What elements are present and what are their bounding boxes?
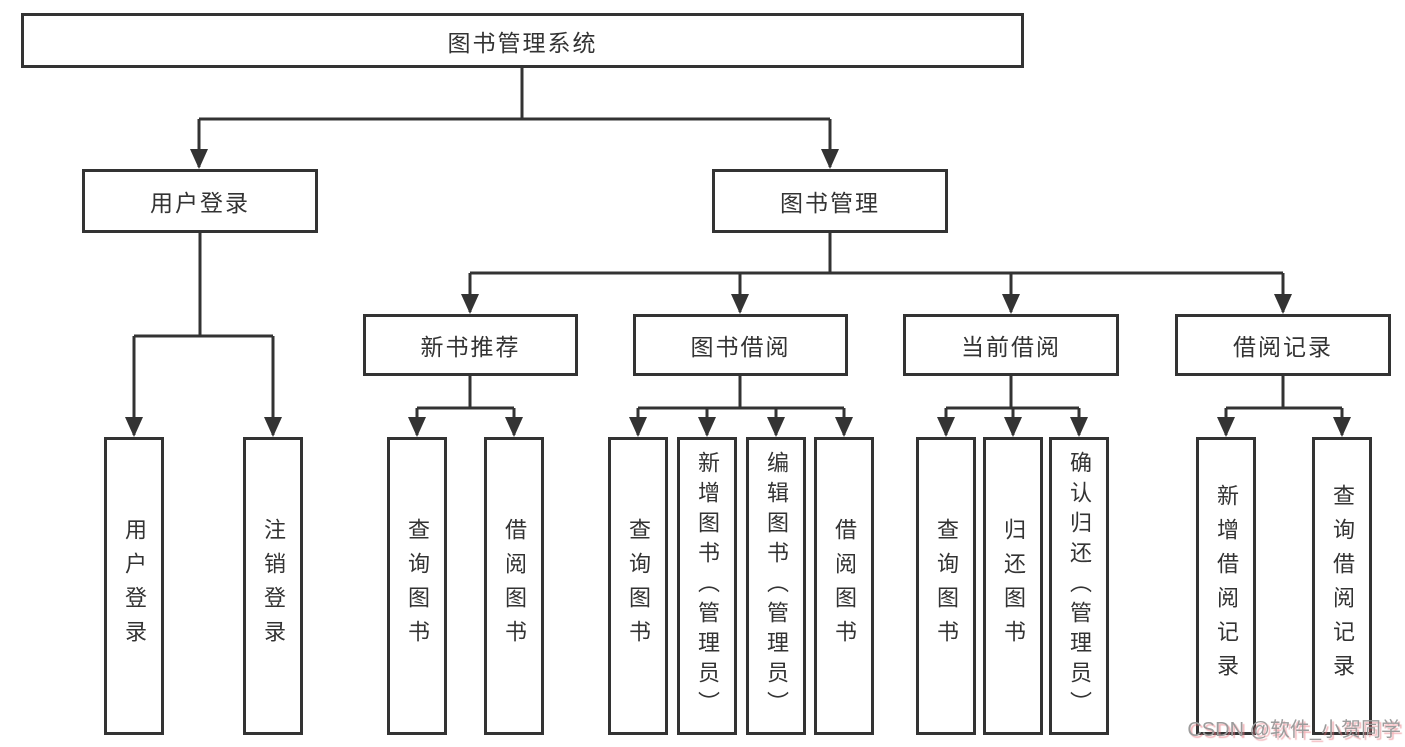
connector-book-borrowing-to-leaves — [629, 376, 853, 437]
leaf-return-books: 归还图书 — [983, 437, 1043, 735]
leaf-borrow-books-borrowing: 借阅图书 — [814, 437, 874, 735]
leaf-add-books-admin: 新增图书（管理员） — [677, 437, 737, 735]
leaf-return-books-label: 归还图书 — [1001, 518, 1026, 654]
node-borrowing-records: 借阅记录 — [1175, 314, 1391, 376]
leaf-confirm-return-admin-label: 确认归还（管理员） — [1067, 451, 1092, 721]
connector-root-to-level2 — [190, 68, 839, 169]
leaf-borrow-books-recommend-label: 借阅图书 — [502, 518, 527, 654]
leaf-query-borrow-record-label: 查询借阅记录 — [1330, 484, 1355, 688]
node-user-login-label: 用户登录 — [150, 190, 250, 216]
leaf-logout: 注销登录 — [243, 437, 303, 735]
node-book-management: 图书管理 — [712, 169, 948, 233]
leaf-query-books-current-label: 查询图书 — [934, 518, 959, 654]
connector-borrowing-records-to-leaves — [1217, 376, 1351, 437]
leaf-query-books-borrowing: 查询图书 — [608, 437, 668, 735]
node-new-book-recommend: 新书推荐 — [363, 314, 578, 376]
leaf-add-borrow-record-label: 新增借阅记录 — [1214, 484, 1239, 688]
node-book-management-label: 图书管理 — [780, 190, 880, 216]
connector-new-book-recommend-to-leaves — [408, 376, 523, 437]
node-borrowing-records-label: 借阅记录 — [1233, 334, 1333, 360]
connector-user-login-to-leaves — [125, 233, 282, 437]
connector-book-management-to-level3 — [461, 233, 1292, 314]
leaf-edit-books-admin-label: 编辑图书（管理员） — [764, 451, 789, 721]
node-root-system: 图书管理系统 — [21, 13, 1024, 68]
node-book-borrowing-label: 图书借阅 — [690, 334, 791, 360]
leaf-query-borrow-record: 查询借阅记录 — [1312, 437, 1372, 735]
node-book-borrowing: 图书借阅 — [633, 314, 848, 376]
leaf-query-books-recommend-label: 查询图书 — [405, 518, 430, 654]
connector-current-borrowing-to-leaves — [937, 376, 1088, 437]
leaf-edit-books-admin: 编辑图书（管理员） — [746, 437, 806, 735]
csdn-watermark: CSDN @软件_小贺同学 — [1187, 719, 1401, 741]
leaf-confirm-return-admin: 确认归还（管理员） — [1049, 437, 1109, 735]
leaf-query-books-current: 查询图书 — [916, 437, 976, 735]
node-current-borrowing-label: 当前借阅 — [961, 334, 1061, 360]
leaf-user-login-label: 用户登录 — [122, 518, 147, 654]
leaf-user-login: 用户登录 — [104, 437, 164, 735]
node-current-borrowing: 当前借阅 — [903, 314, 1119, 376]
leaf-add-books-admin-label: 新增图书（管理员） — [695, 451, 720, 721]
leaf-borrow-books-borrowing-label: 借阅图书 — [832, 518, 857, 654]
leaf-add-borrow-record: 新增借阅记录 — [1196, 437, 1256, 735]
leaf-borrow-books-recommend: 借阅图书 — [484, 437, 544, 735]
node-user-login: 用户登录 — [82, 169, 318, 233]
leaf-logout-label: 注销登录 — [261, 518, 286, 654]
node-root-label: 图书管理系统 — [447, 29, 598, 56]
node-new-book-recommend-label: 新书推荐 — [420, 334, 521, 360]
leaf-query-books-recommend: 查询图书 — [387, 437, 447, 735]
leaf-query-books-borrowing-label: 查询图书 — [626, 518, 651, 654]
